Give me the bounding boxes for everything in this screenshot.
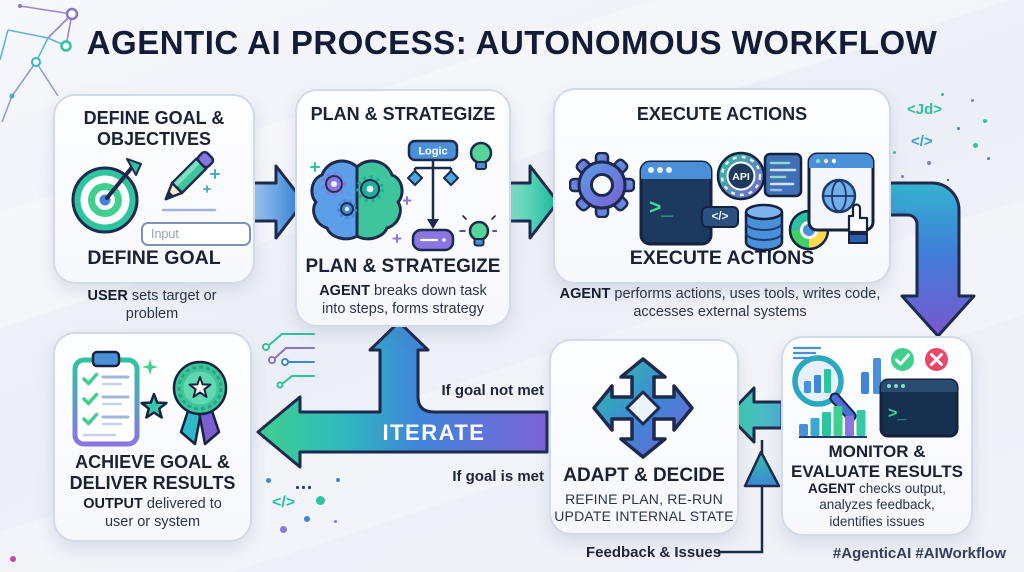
award-icon: [172, 360, 228, 446]
monitor-box-description: AGENT checks output, analyzes feedback, …: [807, 481, 947, 529]
lightbulb-icon: [469, 141, 493, 170]
pencil-icon: [161, 150, 220, 212]
define-box-description: USER sets target or problem: [87, 288, 217, 322]
brain-icon: [310, 159, 404, 243]
network-decoration: [0, 4, 79, 123]
adapt-box-title: ADAPT & DECIDE: [563, 465, 725, 486]
bar-chart-icon: [861, 358, 881, 394]
database-icon: [744, 203, 784, 252]
terminal-prompt: >_: [649, 196, 673, 219]
input-chip: Input: [141, 222, 251, 246]
define-box-subtitle: DEFINE GOAL: [87, 247, 221, 269]
plan-box-subtitle: PLAN & STRATEGIZE: [305, 256, 501, 277]
page-title: AGENTIC AI PROCESS: AUTONOMOUS WORKFLOW: [86, 24, 938, 61]
clipboard-icon: [72, 350, 140, 447]
adapt-box: ADAPT & DECIDE REFINE PLAN, RE-RUN UPDAT…: [549, 339, 739, 535]
flowchart-icon: Logic: [403, 139, 497, 252]
code-snippet: <Jd>: [907, 101, 943, 118]
hashtags: #AgenticAI #AIWorkflow: [832, 545, 1006, 562]
error-icon: [923, 346, 950, 373]
hand-cursor-icon: [847, 203, 869, 244]
iterate-label: ITERATE: [382, 420, 486, 445]
execute-box: EXECUTE ACTIONS: [553, 88, 891, 284]
feedback-label: Feedback & Issues: [586, 544, 722, 561]
achieve-box-description: OUTPUT delivered to user or system: [83, 496, 222, 530]
execute-box-description: AGENT performs actions, uses tools, writ…: [559, 286, 881, 320]
corner-dot: [10, 556, 16, 562]
circuit-decoration: [262, 333, 315, 389]
code-badge: </>: [701, 206, 739, 228]
plan-box-description: AGENT breaks down task into steps, forms…: [319, 283, 487, 317]
iterate-arrow: [256, 320, 549, 469]
goal-not-met-label: If goal not met: [441, 382, 545, 399]
logic-node-label: Logic: [418, 146, 447, 158]
feedback-arrow: [718, 440, 781, 554]
adapt-box-description: REFINE PLAN, RE-RUN UPDATE INTERNAL STAT…: [554, 491, 734, 525]
code-snippet: </>: [272, 494, 296, 511]
bar-chart-icon: [799, 406, 867, 438]
star-icon: [140, 392, 168, 419]
four-way-arrow-icon: [592, 357, 694, 459]
define-box-title: DEFINE GOAL & OBJECTIVES: [83, 108, 225, 150]
code-file-icon: [763, 152, 803, 198]
browser-icon: [807, 152, 875, 244]
code-decoration-left: </>: [240, 468, 350, 540]
plan-box-title: PLAN & STRATEGIZE: [310, 104, 496, 124]
terminal-prompt: >_: [888, 405, 907, 422]
check-icon: [889, 346, 916, 373]
api-label: API: [732, 171, 750, 183]
gear-icon: [569, 152, 635, 218]
arrow-execute-to-monitor: [883, 181, 976, 338]
lightbulb-icon: [459, 215, 497, 247]
achieve-box: ACHIEVE GOAL & DELIVER RESULTS OUTPUT de…: [53, 332, 252, 542]
plan-box: PLAN & STRATEGIZE Logic: [295, 89, 511, 327]
execute-box-title: EXECUTE ACTIONS: [636, 104, 808, 124]
goal-met-label: If goal is met: [452, 468, 544, 485]
execute-box-subtitle: EXECUTE ACTIONS: [629, 247, 815, 269]
monitor-box: >_ MONITOR & EVALUATE RESULTS AGENT chec…: [781, 336, 973, 536]
sparkle-icon: [142, 359, 158, 375]
terminal-icon: >_: [639, 160, 713, 246]
gear-icon: [321, 171, 384, 219]
terminal-icon: >_: [879, 378, 959, 438]
define-goal-box: DEFINE GOAL & OBJECTIVES Input DEFINE GO…: [53, 94, 255, 284]
monitor-box-title: MONITOR & EVALUATE RESULTS: [791, 442, 963, 482]
api-icon: API: [716, 151, 766, 201]
target-icon: [71, 158, 142, 234]
magnifier-icon: [792, 355, 857, 422]
code-snippet: </>: [911, 133, 933, 150]
achieve-box-title: ACHIEVE GOAL & DELIVER RESULTS: [69, 452, 236, 494]
